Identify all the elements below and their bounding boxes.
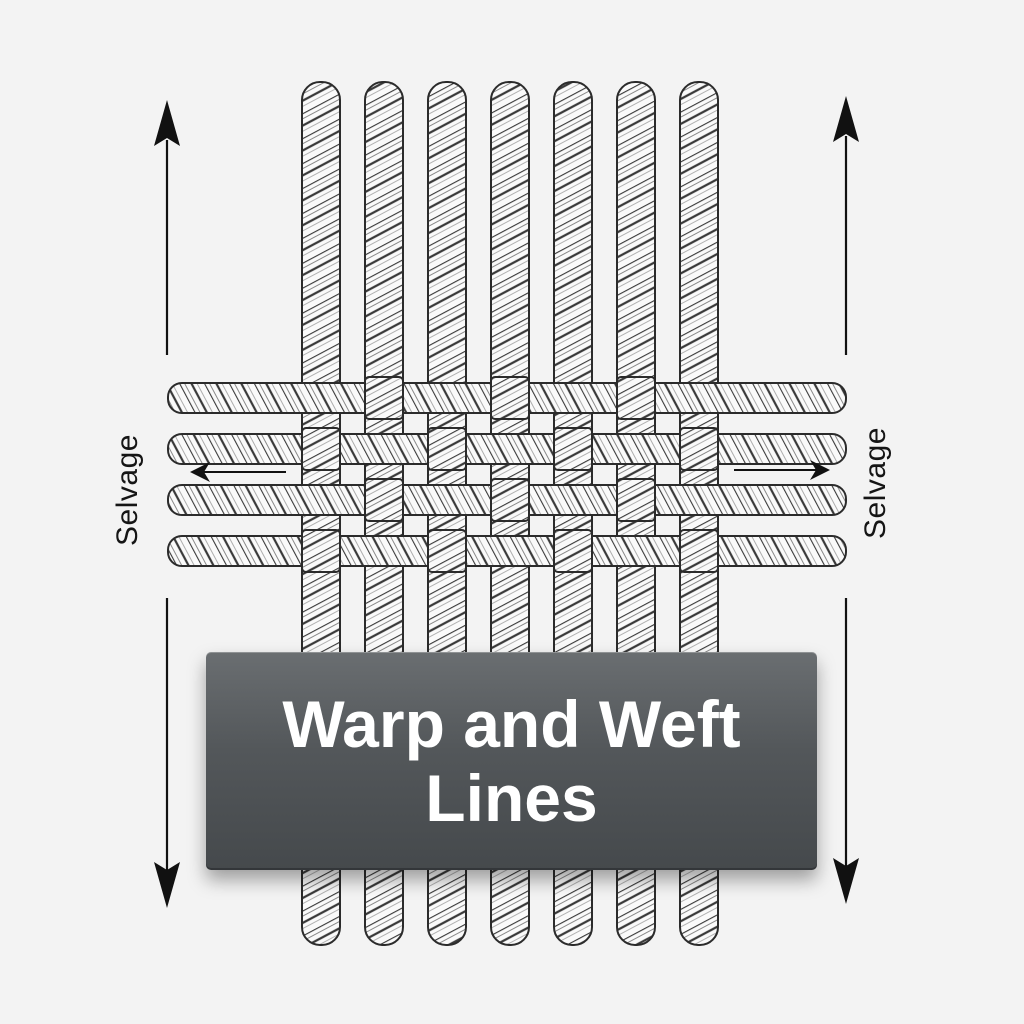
warp-over-crossing [364,478,404,522]
right-vertical-arrow [833,96,859,904]
title-plate: Warp and Weft Lines [206,652,817,870]
warp-over-crossing [301,427,341,471]
warp-over-crossing [427,529,467,573]
weft-thread [167,535,847,567]
warp-over-crossing [679,427,719,471]
warp-over-crossing [679,529,719,573]
warp-over-segments [301,376,719,573]
selvage-label-right: Selvage [859,427,892,539]
warp-over-crossing [364,376,404,420]
warp-over-crossing [616,478,656,522]
warp-over-crossing [490,478,530,522]
warp-over-crossing [301,529,341,573]
warp-over-crossing [490,376,530,420]
weft-thread [167,433,847,465]
warp-over-crossing [616,376,656,420]
warp-over-crossing [427,427,467,471]
diagram-title: Warp and Weft Lines [282,687,741,835]
warp-over-crossing [553,529,593,573]
warp-over-crossing [553,427,593,471]
left-vertical-arrow [154,100,180,908]
selvage-label-left: Selvage [111,434,144,546]
